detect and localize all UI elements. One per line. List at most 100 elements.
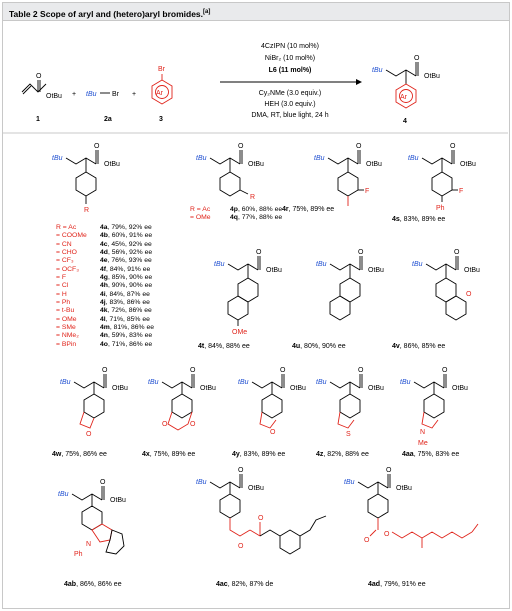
compound-4ad-id: 4ad [368, 581, 380, 588]
o-label: O [100, 479, 106, 486]
substituent-label: = COOMe [56, 232, 87, 240]
compound-4u-yield: , 80%, 90% ee [300, 343, 346, 350]
product-ar-label: Ar [400, 94, 408, 101]
tbu-label: tBu [196, 155, 207, 162]
tbu-label: tBu [196, 479, 207, 486]
substituent-label: = OCF₃ [56, 265, 79, 273]
tbu-label: tBu [52, 155, 63, 162]
tbu-reagent-label: tBu [86, 91, 97, 98]
tbubr-structure: tBu Br 2a [86, 91, 120, 123]
substituent-row: = COOMe 4b, 60%, 91% ee [56, 232, 154, 240]
otbu-label: OtBu [366, 161, 382, 168]
otbu-label: OtBu [368, 267, 384, 274]
compound-1-number: 1 [36, 116, 40, 123]
compound-yield: , 56%, 92% ee [107, 249, 153, 257]
condition-nickel: NiBr₂ (10 mol%) [265, 55, 315, 62]
compound-4z-id: 4z [316, 451, 324, 458]
otbu-label: OtBu [290, 385, 306, 392]
compound-4x-id: 4x [142, 451, 150, 458]
ph-label: Ph [436, 205, 445, 212]
table-number: Table 2 [9, 8, 38, 19]
tbu-label: tBu [314, 155, 325, 162]
compound-4w-id: 4w [52, 451, 62, 458]
compound-4ab-id: 4ab [64, 581, 76, 588]
compound-4-number: 4 [403, 118, 407, 125]
condition-base: Cy₂NMe (3.0 equiv.) [259, 90, 322, 97]
compound-yield: , 81%, 86% ee [109, 324, 155, 332]
compound-id: 4l [100, 315, 106, 323]
tbu-label: tBu [58, 491, 69, 498]
o-label: O [190, 367, 196, 374]
substituent-label: = NMe₂ [56, 332, 79, 340]
compound-4s-result: 4s, 83%, 89% ee [392, 216, 445, 223]
substituent-label: = BPin [56, 340, 77, 348]
ester-o-label: O [238, 543, 244, 550]
plus-sign: + [72, 91, 76, 98]
structure-4v: tBu O OtBu O [412, 249, 480, 321]
compound-4u-result: 4u, 80%, 90% ee [292, 343, 346, 350]
o-label: O [256, 249, 262, 256]
structure-4s: tBu O OtBu F Ph [408, 143, 476, 212]
compound-yield: , 71%, 85% ee [105, 315, 150, 323]
compound-4y-yield: , 83%, 89% ee [240, 451, 286, 458]
reaction-conditions: 4CzIPN (10 mol%) NiBr₂ (10 mol%) L6 (11 … [251, 43, 328, 119]
condition-reductant: HEH (3.0 equiv.) [264, 101, 315, 108]
caption-footnote: [a] [203, 9, 211, 15]
structure-para-substituted: tBu O OtBu R [52, 143, 120, 214]
compound-4v-yield: , 86%, 85% ee [400, 343, 446, 350]
compound-yield: , 72%, 86% ee [107, 307, 152, 315]
compound-yield: , 85%, 90% ee [107, 274, 153, 282]
structure-4ad: tBu O OtBu O O [344, 467, 479, 548]
otbu-label: OtBu [460, 161, 476, 168]
compound-id: 4n [100, 332, 108, 340]
ome-label: OMe [232, 329, 247, 336]
compound-4ad-result: 4ad, 79%, 91% ee [368, 581, 426, 588]
compound-id: 4m [100, 324, 110, 332]
structure-4ac: tBu O OtBu O O [196, 467, 327, 555]
compound-4w-yield: , 75%, 86% ee [61, 451, 107, 458]
o-label: O [94, 143, 100, 150]
tbu-label: tBu [60, 379, 71, 386]
otbu-label: OtBu [200, 385, 216, 392]
tbu-label: tBu [400, 379, 411, 386]
s-label: S [346, 431, 351, 438]
otbu-label: OtBu [248, 161, 264, 168]
structure-4x: tBu O OtBu O O [148, 367, 216, 431]
arbr-structure: Br Ar 3 [151, 66, 173, 123]
substituent-label: = CF₃ [56, 257, 74, 265]
substituent-label: = Cl [56, 282, 69, 290]
compound-yield: , 60%, 88% ee [237, 206, 283, 213]
substituent-label: = t-Bu [56, 307, 75, 315]
compound-yield: , 60%, 91% ee [107, 232, 153, 240]
o-label: O [450, 143, 456, 150]
compound-id: 4b [100, 232, 108, 240]
compound-yield: , 77%, 88% ee [237, 214, 283, 222]
tbu-label: tBu [214, 261, 225, 268]
br-label: Br [112, 91, 120, 98]
substituent-label: = F [56, 274, 67, 282]
substituent-label: = OMe [190, 214, 211, 222]
otbu-label: OtBu [112, 385, 128, 392]
condition-ligand: L6 (11 mol%) [269, 67, 312, 74]
compound-id: 4i [100, 290, 106, 298]
compound-4ac-yield: , 82%, 87% de [228, 581, 274, 588]
substituent-label: = H [56, 290, 67, 298]
structure-4ab: tBu O OtBu N Ph [58, 479, 126, 558]
compound-4z-yield: , 82%, 88% ee [323, 451, 369, 458]
o-label: O [86, 431, 92, 438]
compound-4ab-yield: , 86%, 86% ee [76, 581, 122, 588]
condition-solvent: DMA, RT, blue light, 24 h [251, 112, 328, 119]
structure-4u: tBu O OtBu [316, 249, 384, 321]
substituent-label: = CHO [56, 249, 77, 257]
aryl-br-label: Br [158, 66, 166, 73]
compound-yield: , 71%, 86% ee [107, 340, 153, 348]
compound-id: 4o [100, 340, 108, 348]
compound-yield: , 45%, 92% ee [107, 240, 152, 248]
